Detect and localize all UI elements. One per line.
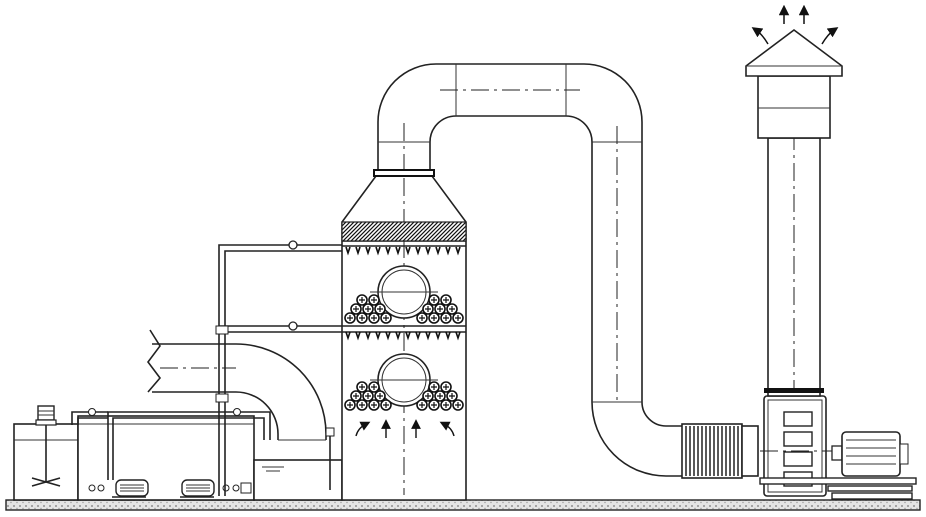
spray-nozzles-upper — [345, 246, 461, 256]
spray-nozzles-lower — [345, 331, 461, 341]
circulation-pump-2 — [180, 479, 215, 498]
exhaust-outflow-arrows — [751, 4, 839, 45]
level-gauge-icon — [325, 427, 335, 490]
inlet-duct — [147, 329, 327, 441]
packing-layer-upper — [344, 294, 464, 324]
flexible-connector — [681, 423, 759, 479]
inspection-port-lower — [370, 353, 438, 407]
exhaust-chimney — [745, 29, 843, 397]
circulation-piping — [71, 240, 342, 496]
circulation-pump-1 — [112, 479, 149, 498]
demister-layer — [341, 221, 467, 242]
medicine-tank — [13, 405, 79, 501]
fan-base-frame — [759, 477, 917, 500]
water-sump-under-tower — [253, 459, 343, 501]
inspection-port-upper — [370, 265, 438, 319]
air-inflow-arrows — [355, 419, 455, 438]
packing-layer-lower — [344, 381, 464, 411]
ground-slab — [5, 499, 921, 511]
agitator-motor-icon — [35, 405, 57, 426]
fan-motor — [831, 431, 909, 477]
pump-valve-icons — [88, 482, 252, 494]
lower-elbow-duct — [591, 401, 682, 477]
overhead-duct — [373, 63, 643, 402]
